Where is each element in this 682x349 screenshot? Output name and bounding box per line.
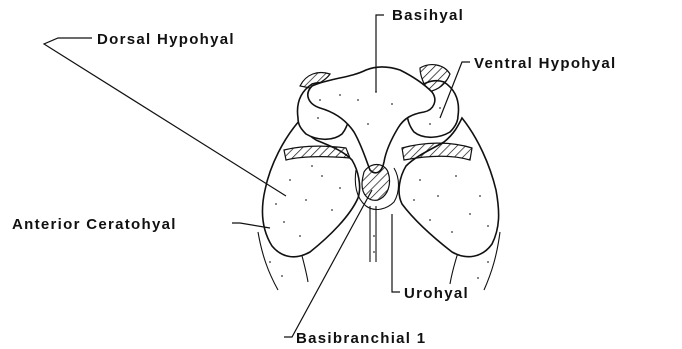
dorsal-hypohyal-leader: [44, 38, 286, 196]
label-ventral-hypohyal: Ventral Hypohyal: [474, 55, 617, 72]
label-basibranchial-1: Basibranchial 1: [296, 330, 426, 347]
label-anterior-ceratohyal: Anterior Ceratohyal: [12, 216, 177, 233]
urohyal-leader: [392, 214, 400, 292]
label-dorsal-hypohyal: Dorsal Hypohyal: [97, 31, 235, 48]
label-basihyal: Basihyal: [392, 7, 464, 24]
right-anterior-ceratohyal: [399, 118, 499, 257]
left-anterior-ceratohyal: [262, 120, 359, 257]
basibranchial-1: [362, 165, 390, 201]
label-urohyal: Urohyal: [404, 285, 469, 302]
